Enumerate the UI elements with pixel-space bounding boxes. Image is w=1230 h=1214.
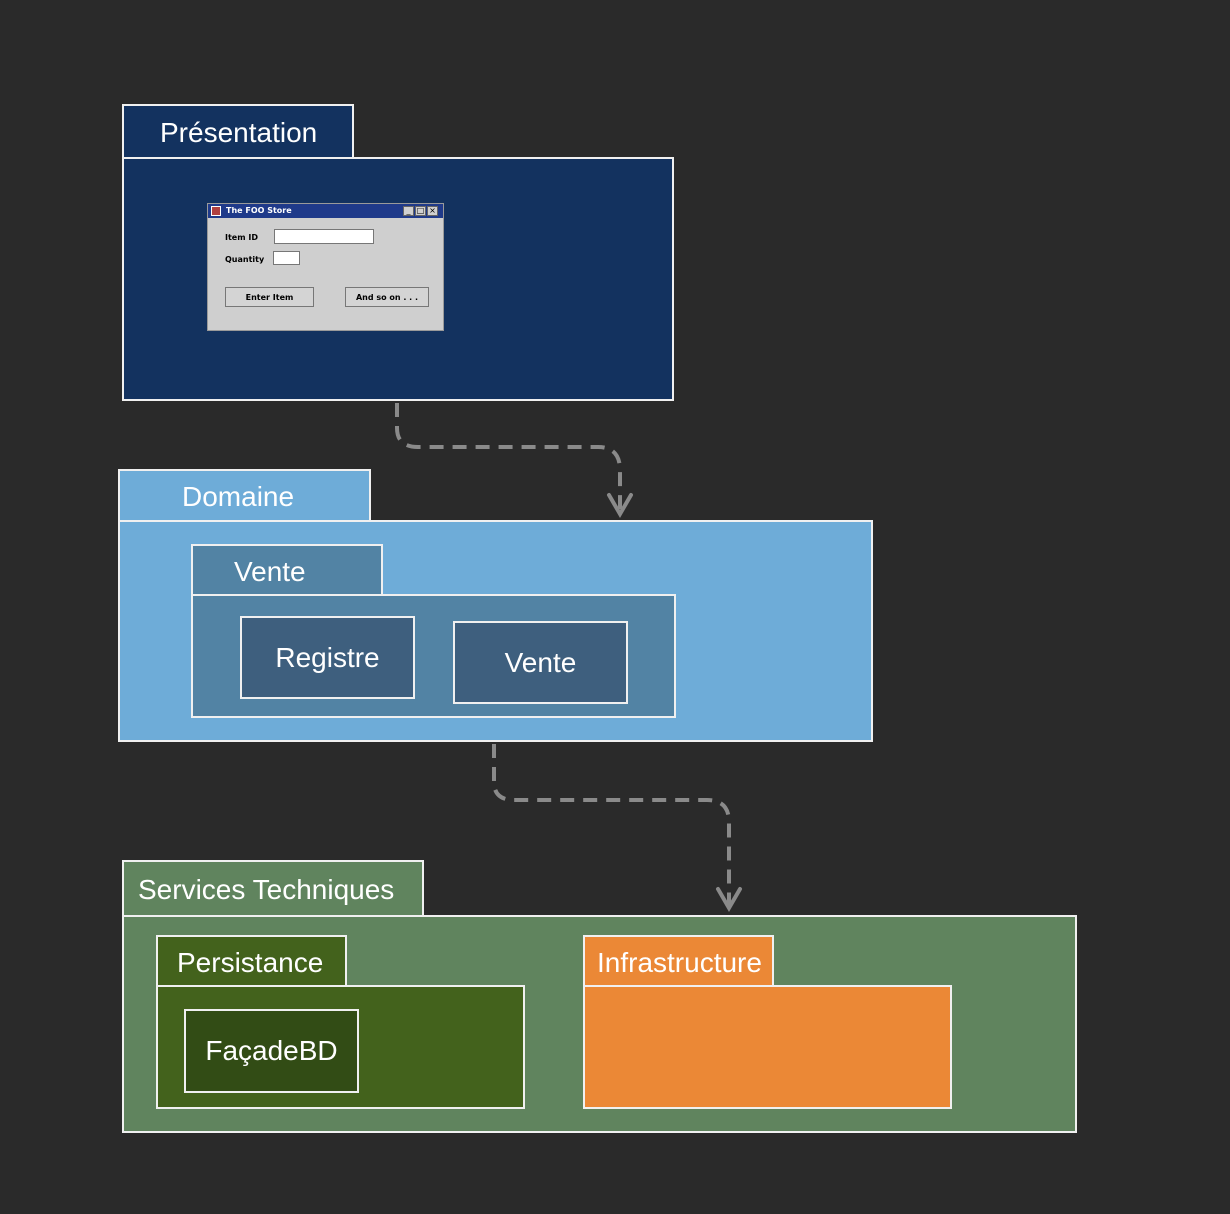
package-tab-infrastructure: Infrastructure <box>583 935 774 988</box>
and-so-on-label: And so on . . . <box>355 292 419 302</box>
package-label-presentation: Présentation <box>160 116 318 148</box>
class-box-registre: Registre <box>240 616 415 699</box>
minimize-icon: _ <box>403 206 414 216</box>
package-label-infrastructure: Infrastructure <box>597 946 762 978</box>
package-label-services-techniques: Services Techniques <box>138 874 395 905</box>
package-label-persistance: Persistance <box>177 946 324 978</box>
app-icon <box>211 206 221 216</box>
class-label-vente: Vente <box>504 646 577 678</box>
package-tab-persistance: Persistance <box>156 935 347 988</box>
package-tab-services-techniques: Services Techniques <box>122 860 424 918</box>
arrowhead-domaine <box>607 493 633 518</box>
package-label-vente: Vente <box>234 555 306 587</box>
package-tab-vente: Vente <box>191 544 383 597</box>
class-box-vente: Vente <box>453 621 628 704</box>
quantity-label: Quantity <box>225 255 265 264</box>
dependency-arrow-presentation-domaine <box>395 403 622 512</box>
package-body-infrastructure <box>583 985 952 1109</box>
class-label-facadebd: FaçadeBD <box>205 1035 338 1066</box>
ui-window-mockup: The FOO Store _ □ × Item ID Quantity Ent… <box>207 203 444 331</box>
package-label-domaine: Domaine <box>182 480 295 512</box>
quantity-field <box>273 251 300 265</box>
item-id-label: Item ID <box>225 233 258 242</box>
class-box-facadebd: FaçadeBD <box>184 1009 359 1093</box>
and-so-on-button: And so on . . . <box>345 287 429 307</box>
item-id-field <box>274 229 374 244</box>
maximize-icon: □ <box>415 206 426 216</box>
package-tab-domaine: Domaine <box>118 469 371 522</box>
window-title: The FOO Store <box>226 206 292 215</box>
enter-item-label: Enter Item <box>245 292 294 302</box>
close-icon: × <box>427 206 438 216</box>
arrowhead-services <box>716 887 742 912</box>
package-tab-presentation: Présentation <box>122 104 354 159</box>
class-label-registre: Registre <box>275 641 380 673</box>
dependency-arrow-domaine-services <box>492 744 731 905</box>
window-title-bar: The FOO Store <box>208 204 443 218</box>
enter-item-button: Enter Item <box>225 287 314 307</box>
